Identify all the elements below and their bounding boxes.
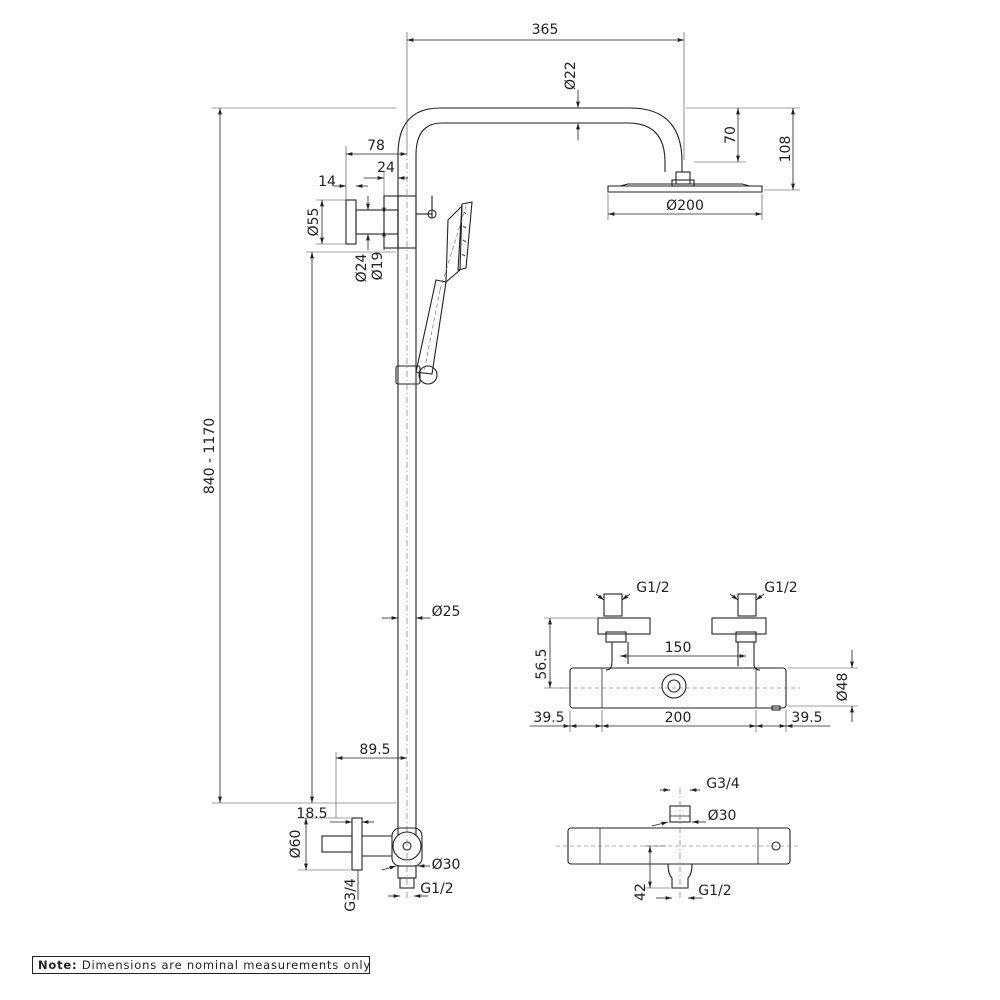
label-head-total: 108 [778, 136, 794, 163]
label-bottom-offset: 89.5 [359, 742, 390, 758]
label-holder-plate-diameter: Ø55 [306, 208, 322, 237]
label-holder-inner-diameter: Ø19 [370, 252, 386, 281]
label-mixer-outlet-height: 42 [633, 883, 649, 901]
label-holder-offset: 78 [367, 138, 385, 154]
label-head-drop: 70 [723, 126, 739, 144]
bottom-diverter [321, 817, 423, 900]
label-mixer-inlet-left: G1/2 [636, 580, 669, 596]
label-mixer-center: 200 [665, 710, 692, 726]
label-holder-outer-diameter: Ø24 [354, 253, 370, 282]
label-mixer-end-right: 39.5 [791, 710, 822, 726]
label-holder-depth: 24 [377, 160, 395, 176]
label-bottom-plate-diameter: Ø60 [288, 830, 304, 859]
label-riser-diameter: Ø25 [432, 604, 461, 620]
label-bottom-thread: G1/2 [420, 881, 453, 897]
label-arm-length: 365 [532, 22, 559, 38]
label-bottom-plate-thickness: 18.5 [296, 806, 327, 822]
label-plate-thickness: 14 [318, 174, 336, 190]
label-diverter-diameter: Ø30 [432, 857, 461, 873]
mixer-front-view [560, 593, 800, 711]
dimensions-note: Note: Dimensions are nominal measurement… [32, 956, 370, 974]
label-head-diameter: Ø200 [666, 198, 704, 214]
rain-shower-head [607, 183, 763, 193]
label-wall-thread: G3/4 [343, 878, 359, 911]
label-arm-diameter: Ø22 [563, 61, 579, 90]
label-mixer-body-diameter: Ø48 [835, 673, 851, 702]
label-mixer-end-left: 39.5 [533, 710, 564, 726]
mixer-top-view [556, 788, 800, 900]
hand-shower-holder [345, 195, 437, 249]
label-mixer-inlet-height: 56.5 [534, 648, 550, 679]
label-mixer-outlet-thread-bottom: G1/2 [698, 883, 731, 899]
label-mixer-inlet-right: G1/2 [764, 580, 797, 596]
label-mixer-inlet-spacing: 150 [665, 640, 692, 656]
shower-column [397, 107, 695, 840]
label-mixer-outlet-diameter: Ø30 [708, 808, 737, 824]
hand-shower [395, 201, 473, 385]
label-mixer-outlet-thread-top: G3/4 [706, 776, 739, 792]
note-label: Note: [38, 958, 78, 972]
label-riser-height: 840 - 1170 [202, 418, 218, 494]
note-text: Dimensions are nominal measurements only [77, 958, 372, 972]
